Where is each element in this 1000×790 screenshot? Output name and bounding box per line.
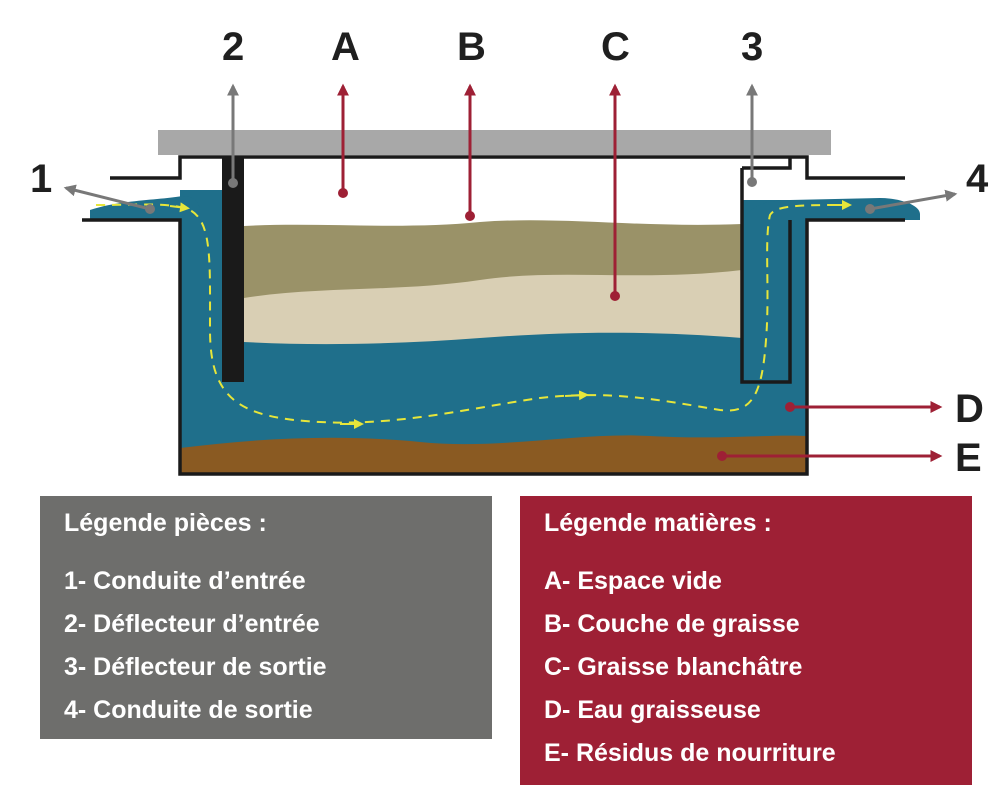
- legend-parts: Légende pièces : 1- Conduite d’entrée 2-…: [40, 496, 492, 739]
- label-1: 1: [30, 157, 52, 201]
- inlet-pipe-water: [90, 196, 200, 230]
- outlet-deflector-top: [742, 157, 792, 170]
- legend-parts-list: 1- Conduite d’entrée 2- Déflecteur d’ent…: [64, 560, 492, 732]
- water-flow-path: [95, 203, 851, 424]
- label-4: 4: [966, 157, 989, 201]
- outlet-deflector: [740, 168, 792, 384]
- callout-E: E: [717, 436, 982, 480]
- grease-layer: [244, 220, 742, 298]
- callout-4: 4: [865, 157, 989, 214]
- callout-B: B: [457, 25, 486, 221]
- legend-materials-item: B- Couche de graisse: [544, 610, 800, 638]
- outlet-pipe-water: [742, 198, 920, 360]
- tank-lid: [158, 130, 831, 155]
- legend-materials-item: E- Résidus de nourriture: [544, 739, 836, 767]
- legend-parts-item: 2- Déflecteur d’entrée: [64, 610, 320, 638]
- legend-parts-title: Légende pièces :: [64, 509, 267, 537]
- grease-trap-diagram: 1 2 3 4 A B C D E: [30, 25, 989, 480]
- label-B: B: [457, 25, 486, 69]
- greasy-water-layer: [180, 190, 807, 448]
- callout-A: A: [331, 25, 360, 198]
- label-D: D: [955, 387, 984, 431]
- legend-parts-item: 3- Déflecteur de sortie: [64, 653, 327, 681]
- callout-D: D: [785, 387, 984, 431]
- legend-materials-list: A- Espace vide B- Couche de graisse C- G…: [544, 560, 972, 775]
- callout-1: 1: [30, 157, 155, 214]
- tank-outline: [110, 155, 905, 180]
- flow-arrow-bottom-2: [564, 390, 589, 401]
- legend-materials-item: A- Espace vide: [544, 567, 722, 595]
- legend-parts-item: 4- Conduite de sortie: [64, 696, 313, 724]
- label-2: 2: [222, 25, 244, 69]
- inlet-deflector: [222, 157, 244, 382]
- label-A: A: [331, 25, 360, 69]
- flow-arrow-inlet: [169, 202, 190, 213]
- legend-parts-item: 1- Conduite d’entrée: [64, 567, 306, 595]
- callout-3: 3: [741, 25, 763, 187]
- label-C: C: [601, 25, 630, 69]
- tank-walls: [82, 218, 905, 476]
- legend-materials-item: D- Eau graisseuse: [544, 696, 761, 724]
- callout-C: C: [601, 25, 630, 301]
- label-3: 3: [741, 25, 763, 69]
- food-residue-layer: [180, 433, 807, 474]
- legend-materials: Légende matières : A- Espace vide B- Cou…: [520, 496, 972, 785]
- callout-2: 2: [222, 25, 244, 188]
- legend-materials-item: C- Graisse blanchâtre: [544, 653, 803, 681]
- legend-materials-title: Légende matières :: [544, 509, 772, 537]
- label-E: E: [955, 436, 982, 480]
